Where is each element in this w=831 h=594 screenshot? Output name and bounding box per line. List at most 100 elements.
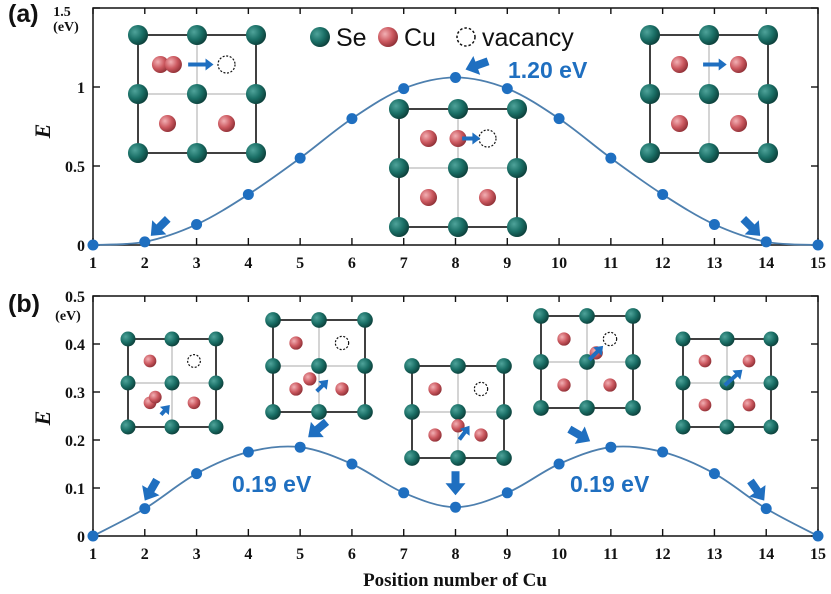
arrow-b-1	[142, 477, 161, 501]
se-atom	[186, 142, 208, 164]
move-arrow	[703, 58, 727, 71]
se-atom	[625, 354, 641, 370]
x-tick-label: 14	[758, 255, 774, 272]
x-tick-label: 15	[810, 255, 826, 272]
panel-a-yticks: 00.51	[65, 7, 818, 255]
inset-b-3	[404, 358, 512, 466]
data-point-x10	[553, 458, 565, 470]
data-point-x6	[346, 458, 358, 470]
cu-atom	[474, 428, 488, 442]
se-atom	[450, 404, 466, 420]
panel-a-insets	[127, 24, 779, 238]
se-atom	[164, 331, 180, 347]
inset-a-end	[639, 24, 779, 164]
data-point-x11	[605, 441, 617, 453]
x-tick-label: 11	[603, 546, 618, 563]
panel-b-arrows	[142, 418, 766, 501]
x-tick-label: 14	[758, 546, 774, 563]
data-point-x14	[760, 503, 772, 515]
y-tick-label: 0.5	[65, 159, 85, 176]
cu-atom	[428, 428, 442, 442]
se-atom	[639, 83, 661, 105]
cu-atom	[303, 372, 317, 386]
se-atom	[757, 83, 779, 105]
se-atom	[311, 358, 327, 374]
cu-atom	[151, 55, 169, 74]
x-tick-label: 5	[296, 546, 304, 563]
data-point-x2	[139, 236, 151, 248]
y-tick-label: 0	[77, 529, 85, 546]
se-atom	[506, 157, 528, 179]
legend-cu-label: Cu	[404, 24, 436, 52]
se-atom	[496, 450, 512, 466]
arrow-b-5	[747, 478, 766, 501]
data-point-x15	[812, 530, 824, 542]
arrow-a-peak	[465, 56, 490, 75]
vacancy-site	[473, 381, 489, 397]
legend-se-marker	[310, 27, 330, 47]
x-tick-label: 10	[551, 255, 567, 272]
cu-atom	[742, 354, 756, 368]
x-tick-label: 6	[348, 546, 356, 563]
panel-b-label: (b)	[8, 290, 40, 318]
data-point-x4	[242, 446, 254, 458]
se-atom	[447, 216, 469, 238]
se-atom	[388, 157, 410, 179]
cu-atom	[335, 382, 349, 396]
data-point-x7	[398, 487, 410, 499]
se-atom	[120, 419, 136, 435]
se-atom	[208, 419, 224, 435]
se-atom	[533, 354, 549, 370]
legend-cu-marker	[378, 27, 398, 47]
panel-a-barrier-label: 1.20 eV	[508, 57, 588, 83]
cu-atom	[698, 398, 712, 412]
cu-atom	[557, 378, 571, 392]
x-tick-label: 11	[603, 255, 618, 272]
se-atom	[675, 375, 691, 391]
vacancy-site	[217, 55, 236, 74]
se-atom	[208, 375, 224, 391]
panel-b-barrier-label-right: 0.19 eV	[570, 471, 650, 497]
se-atom	[450, 450, 466, 466]
data-point-x5	[294, 152, 306, 164]
se-atom	[496, 404, 512, 420]
se-atom	[639, 24, 661, 46]
se-atom	[506, 216, 528, 238]
se-atom	[357, 358, 373, 374]
data-point-x3	[191, 468, 203, 480]
inset-b-1	[120, 331, 224, 435]
x-tick-label: 7	[400, 546, 408, 563]
x-tick-label: 13	[706, 546, 722, 563]
cu-atom	[670, 114, 689, 133]
x-tick-label: 3	[193, 546, 201, 563]
panel-a-ytick-max: 1.5	[53, 5, 71, 20]
se-atom	[127, 24, 149, 46]
se-atom	[675, 331, 691, 347]
vacancy-site	[334, 335, 350, 351]
inset-a-start	[127, 24, 267, 164]
cu-atom	[289, 336, 303, 350]
cu-atom	[143, 354, 157, 368]
se-atom	[698, 24, 720, 46]
se-atom	[579, 308, 595, 324]
se-atom	[404, 358, 420, 374]
se-atom	[265, 358, 281, 374]
legend-vacancy-marker	[456, 27, 476, 47]
y-tick-label: 0.1	[65, 481, 85, 498]
move-arrow	[315, 379, 329, 393]
se-atom	[127, 83, 149, 105]
cu-atom	[158, 114, 177, 133]
panel-b-yticks: 00.10.20.30.40.5	[65, 289, 818, 546]
se-atom	[357, 312, 373, 328]
x-tick-label: 15	[810, 546, 826, 563]
legend-se-label: Se	[336, 24, 367, 52]
x-tick-label: 12	[655, 546, 671, 563]
se-atom	[388, 216, 410, 238]
se-atom	[245, 24, 267, 46]
se-atom	[357, 404, 373, 420]
se-atom	[245, 83, 267, 105]
x-tick-label: 9	[503, 546, 511, 563]
x-tick-label: 2	[141, 546, 149, 563]
